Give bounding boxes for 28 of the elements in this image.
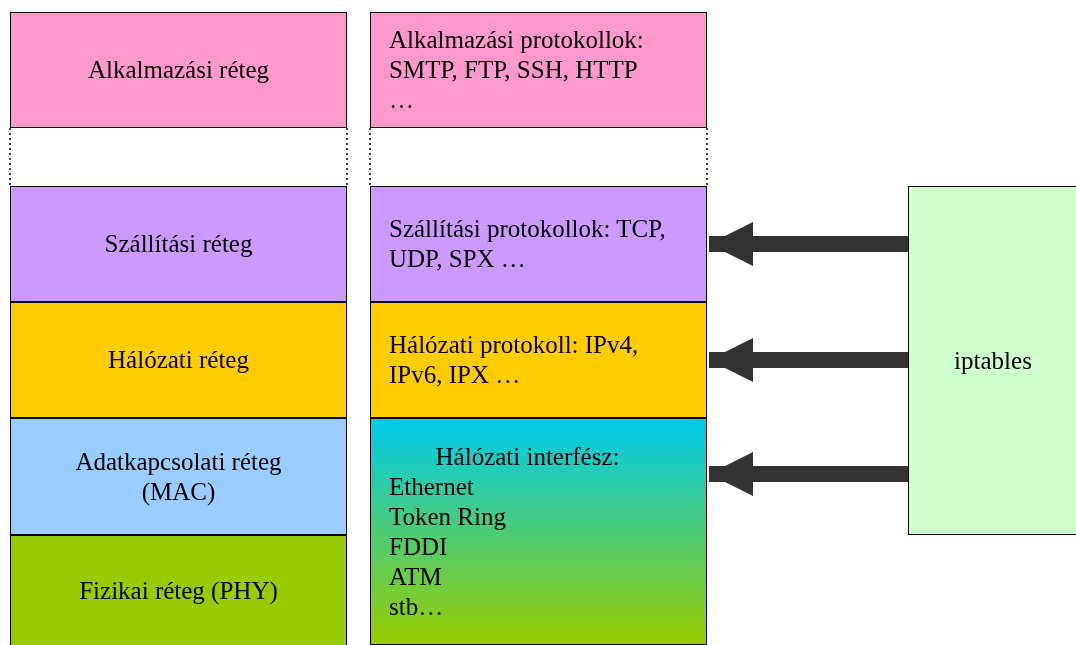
list-item: Token Ring	[389, 501, 506, 532]
box-label: Hálózati réteg	[108, 345, 249, 375]
arrow	[709, 222, 908, 266]
tool-box	[908, 186, 1076, 535]
protocol-box	[370, 302, 707, 418]
protocol-box	[370, 12, 707, 128]
box-label: Alkalmazási protokollok: SMTP, FTP, SSH, HTTP …	[389, 25, 645, 115]
arrow	[709, 452, 908, 496]
box-label: Hálózati protokoll: IPv4, IPv6, IPX …	[389, 330, 640, 390]
box-label: Adatkapcsolati réteg (MAC)	[74, 446, 283, 507]
protocol-box	[370, 186, 707, 302]
box-label: Szállítási protokollok: TCP, UDP, SPX …	[389, 214, 666, 274]
box-label: Alkalmazási réteg	[87, 55, 270, 85]
layer-box	[10, 186, 347, 302]
list-item: Ethernet	[389, 471, 474, 502]
list-item: stb…	[389, 591, 444, 622]
box-label: iptables	[954, 345, 1032, 376]
layer-box	[10, 418, 347, 535]
layer-box	[10, 12, 347, 128]
layer-box	[10, 535, 347, 645]
box-label: Fizikai réteg (PHY)	[79, 576, 278, 606]
heading: Hálózati interfész:	[435, 441, 620, 472]
arrow	[709, 338, 908, 382]
list-item: FDDI	[389, 531, 448, 562]
layer-box	[10, 302, 347, 418]
box-label: Szállítási réteg	[104, 229, 253, 259]
list-item: ATM	[389, 561, 442, 592]
interface-box	[370, 418, 707, 645]
